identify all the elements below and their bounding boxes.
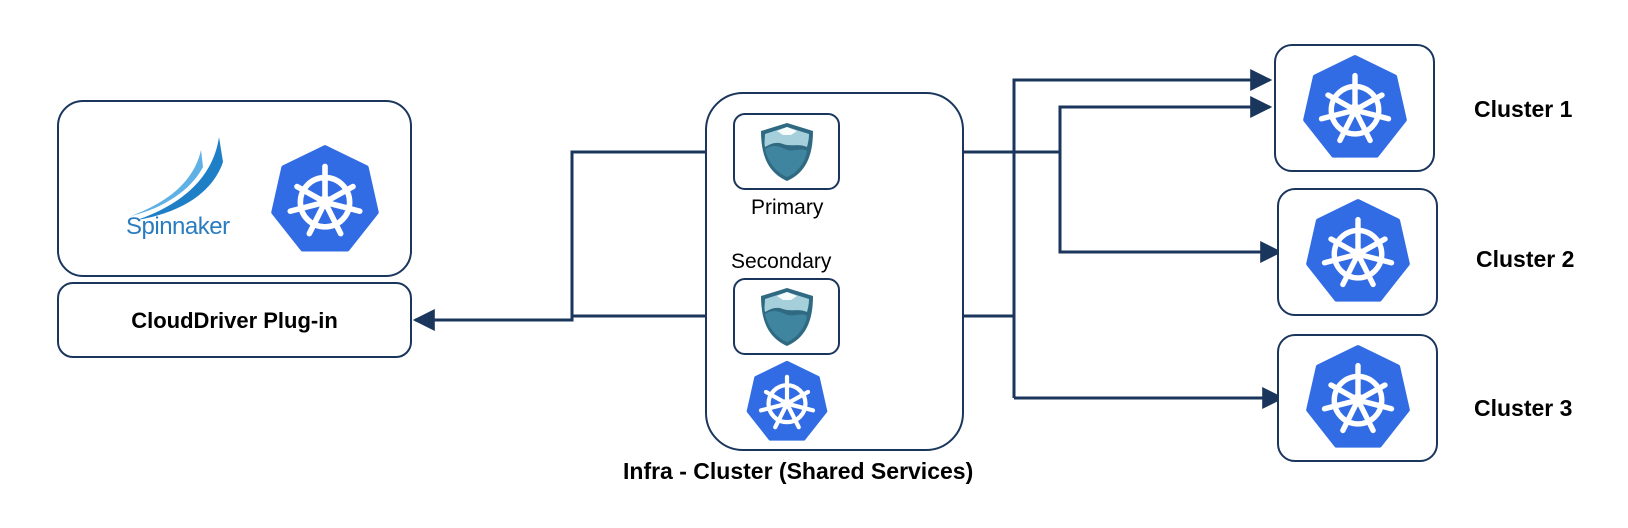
cluster-3-label: Cluster 3 [1474,395,1573,421]
kubernetes-icon [1301,54,1409,162]
vault-shield-icon [761,123,813,181]
clouddriver-plugin-label: CloudDriver Plug-in [131,308,338,333]
kubernetes-icon [1304,198,1412,306]
kubernetes-icon [1304,344,1412,452]
primary-to-cluster1-line [1058,96,1273,152]
vault-shield-icon [761,288,813,346]
secondary-vault-box [733,278,840,355]
clouddriver-plugin-box: CloudDriver Plug-in [57,282,412,358]
primary-vault-box [733,113,840,190]
primary-label: Primary [751,196,824,219]
spinnaker-logo-text: Spinnaker [126,213,230,240]
spinnaker-k8s-box: Spinnaker [57,100,412,277]
secondary-to-cluster1-line [1012,69,1273,398]
secondary-label: Secondary [731,250,832,273]
primary-to-plugin-line [412,150,733,331]
primary-to-cluster2-line [1058,152,1283,263]
cluster-2-label: Cluster 2 [1476,246,1575,272]
spinnaker-sail-icon [131,137,223,220]
infra-cluster-caption: Infra - Cluster (Shared Services) [623,458,974,484]
kubernetes-icon [745,360,829,444]
cluster-1-box [1274,44,1435,172]
cluster-2-box [1277,188,1438,316]
cluster-1-label: Cluster 1 [1474,96,1573,122]
cluster-3-box [1277,334,1438,462]
kubernetes-icon [269,144,381,256]
